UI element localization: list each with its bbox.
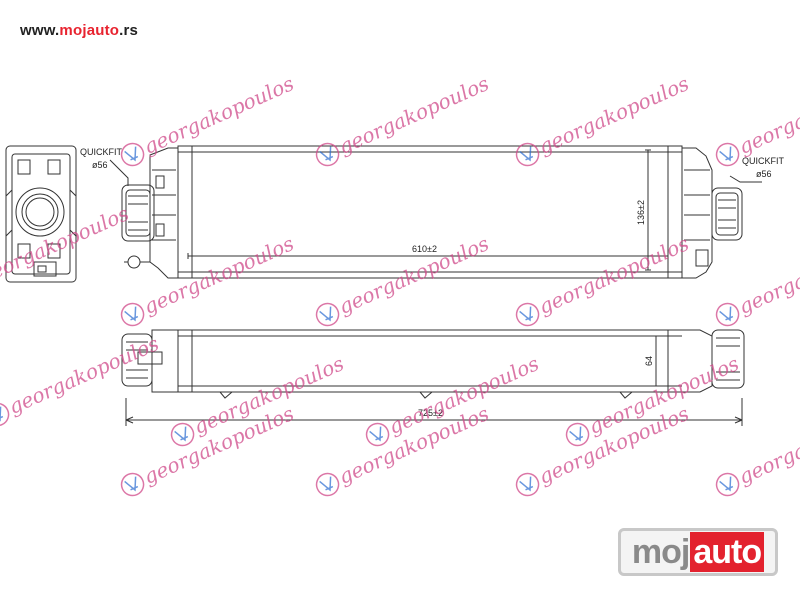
- right-quickfit-diameter: ø56: [756, 169, 772, 179]
- watermark-seal-icon: [315, 472, 340, 497]
- watermark-stamp: georgakopoulos: [120, 71, 297, 167]
- watermark-stamp: georgakopoulos: [315, 71, 492, 167]
- watermark-seal-icon: [120, 302, 145, 327]
- overall-length-dimension: 725±2: [418, 408, 443, 418]
- left-quickfit-label: QUICKFIT: [80, 147, 123, 157]
- right-quickfit-label: QUICKFIT: [742, 156, 785, 166]
- watermark-seal-icon: [715, 142, 740, 167]
- watermark-seal-icon: [565, 422, 590, 447]
- watermark-seal-icon: [365, 422, 390, 447]
- watermark-stamp: georgakopoulos: [515, 231, 692, 327]
- core-width-dimension: 610±2: [412, 244, 437, 254]
- watermark-seal-icon: [715, 302, 740, 327]
- watermark-stamp: georgakopoulos: [0, 331, 162, 427]
- watermark-stamp: georgakopoulos: [120, 231, 297, 327]
- watermark-text: georgakopoulos: [5, 331, 162, 419]
- front-view-intercooler: [121, 329, 745, 426]
- watermark-seal-icon: [0, 402, 10, 427]
- watermark-seal-icon: [715, 472, 740, 497]
- watermark-seal-icon: [170, 422, 195, 447]
- watermark-text: georgakopoulos: [0, 201, 132, 289]
- watermark-seal-icon: [315, 302, 340, 327]
- watermark-text: georgakopoulos: [735, 401, 800, 489]
- watermark-seal-icon: [120, 472, 145, 497]
- watermark-seal-icon: [515, 142, 540, 167]
- watermark-seal-icon: [515, 472, 540, 497]
- watermark-seal-icon: [315, 142, 340, 167]
- watermark-text: georgakopoulos: [735, 231, 800, 319]
- side-view-end-tank: [5, 145, 77, 283]
- left-quickfit-diameter: ø56: [92, 160, 108, 170]
- watermark-stamp: georgakopoulos: [715, 71, 800, 167]
- depth-dimension: 64: [644, 356, 654, 366]
- site-url[interactable]: www.mojauto.rs: [20, 22, 139, 39]
- watermark-text: georgakopoulos: [535, 231, 692, 319]
- watermark-stamp: georgakopoulos: [715, 401, 800, 497]
- watermark-text: georgakopoulos: [140, 231, 297, 319]
- watermark-stamp: georgakopoulos: [0, 201, 132, 289]
- watermark-seal-icon: [515, 302, 540, 327]
- watermark-stamp: georgakopoulos: [715, 231, 800, 327]
- watermark-text: georgakopoulos: [735, 71, 800, 159]
- watermark-stamp: georgakopoulos: [515, 71, 692, 167]
- watermark-seal-icon: [120, 142, 145, 167]
- top-view-intercooler: [109, 145, 762, 279]
- watermark-stamp: georgakopoulos: [315, 231, 492, 327]
- core-height-dimension: 136±2: [636, 200, 646, 225]
